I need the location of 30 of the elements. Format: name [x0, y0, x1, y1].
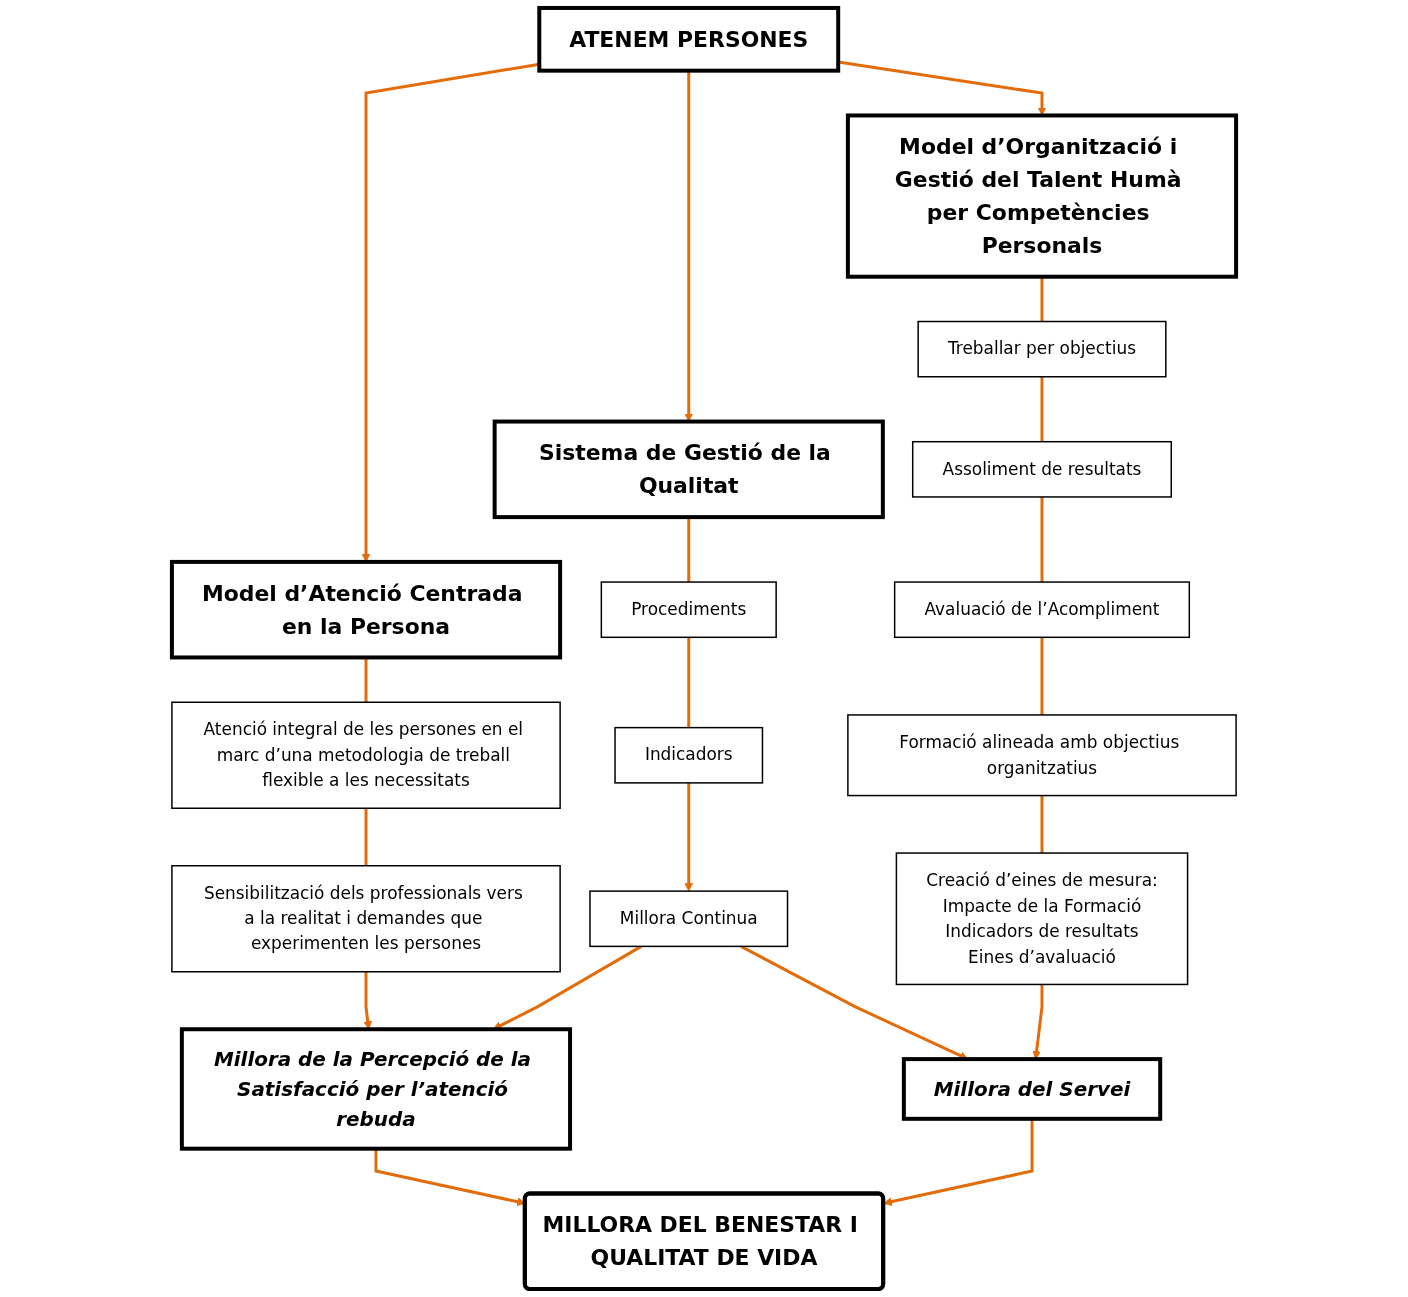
node-box: Indicadors: [614, 726, 764, 784]
arrow: [740, 945, 969, 1060]
node-box: Treballar per objectius: [917, 320, 1167, 378]
node-box: Formació alineada amb objectius organitzatius: [847, 714, 1237, 797]
node-box: Model d’Atenció Centrada en la Persona: [169, 559, 563, 660]
node-box: Atenció integral de les persones en el marc d’una metodologia de treball flexible a les necessitats: [171, 701, 561, 809]
node-box: Assoliment de resultats: [911, 440, 1172, 498]
connector: [687, 517, 691, 583]
node-box: Millora de la Percepció de la Satisfacció per l’atenció rebuda: [179, 1027, 573, 1151]
connector: [1040, 795, 1044, 854]
arrow: [684, 70, 694, 422]
node-box: Model d’Organització i Gestió del Talent Humà per Competències Personals: [845, 113, 1239, 279]
node-box: Creació d’eines de mesura: Impacte de la Formació Indicadors de resultats Eines d’avaluació: [895, 852, 1189, 986]
node-box: Millora Continua: [589, 890, 789, 948]
node-box: Procediments: [600, 581, 777, 639]
arrow: [1032, 984, 1044, 1060]
arrow: [684, 782, 694, 892]
node-box: Sensibilització dels professionals vers a la realitat i demandes que experimenten les persones: [171, 865, 561, 973]
connector: [364, 657, 368, 703]
node-box: Millora del Servei: [901, 1057, 1163, 1121]
connector: [1040, 637, 1044, 715]
connector: [1040, 276, 1044, 322]
node-box: Avaluació de l’Acompliment: [893, 581, 1191, 639]
node-box: Sistema de Gestió de la Qualitat: [492, 419, 885, 520]
connector: [1040, 496, 1044, 583]
connector: [687, 637, 691, 728]
arrow: [363, 971, 373, 1030]
connector: [364, 808, 368, 866]
connector: [1040, 376, 1044, 442]
node-box: ATENEM PERSONES: [537, 5, 841, 73]
